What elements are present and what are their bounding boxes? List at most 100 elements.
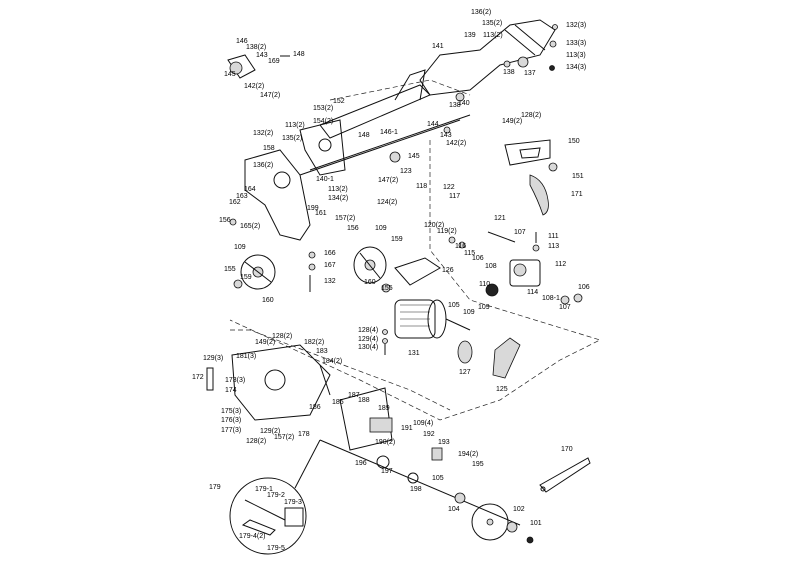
part-label: 137 xyxy=(524,70,536,77)
part-label: 105 xyxy=(432,475,444,482)
washer-128 xyxy=(382,329,388,335)
part-label: 179 xyxy=(209,484,221,491)
shaft-121 xyxy=(487,231,516,243)
dust-hose xyxy=(529,174,549,216)
bearing-115 xyxy=(458,241,466,249)
part-label: 110 xyxy=(479,281,490,288)
part-label: 177(3) xyxy=(221,427,241,434)
part-label: 141 xyxy=(432,43,444,50)
nut-134 xyxy=(549,65,555,71)
part-label: 126 xyxy=(442,267,454,274)
flange-102 xyxy=(506,521,518,533)
upper-boundary xyxy=(329,79,471,101)
washer-142 xyxy=(443,126,451,134)
part-label: 150 xyxy=(568,138,580,145)
part-label: 145 xyxy=(408,153,420,160)
part-label: 109(4) xyxy=(413,420,433,427)
part-label: 122 xyxy=(443,184,455,191)
support-casting xyxy=(299,119,346,176)
guard-tab xyxy=(519,147,541,159)
guard-150 xyxy=(504,139,551,166)
part-label: 147(2) xyxy=(260,92,280,99)
part-label: 135(2) xyxy=(282,135,302,142)
rod-182 xyxy=(319,364,331,396)
part-label: 125 xyxy=(496,386,508,393)
part-label: 143 xyxy=(440,132,452,139)
part-label: 148 xyxy=(293,51,305,58)
part-label: 193 xyxy=(438,439,450,446)
detail-block xyxy=(284,507,304,527)
motor-group-boundary xyxy=(229,140,601,421)
part-label: 195 xyxy=(472,461,484,468)
washer-197 xyxy=(376,455,390,469)
part-label: 169 xyxy=(268,58,280,65)
part-label: 171 xyxy=(571,191,583,198)
part-label: 138(2) xyxy=(246,44,266,51)
part-label: 179-4(2) xyxy=(239,533,265,540)
block-193 xyxy=(431,447,443,461)
main-beam xyxy=(319,84,431,139)
arm-casting xyxy=(419,19,556,96)
spacer-140 xyxy=(455,92,465,102)
washer-129 xyxy=(382,338,388,344)
motor-body xyxy=(394,299,436,339)
part-label: 138 xyxy=(449,102,461,109)
part-label: 156 xyxy=(347,225,359,232)
part-label: 117 xyxy=(449,193,460,200)
part-label: 116 xyxy=(455,243,466,250)
part-label: 170 xyxy=(561,446,573,453)
part-label: 109 xyxy=(463,309,475,316)
part-label: 145 xyxy=(224,71,236,78)
nut-138 xyxy=(503,60,511,68)
guard-frame xyxy=(339,387,393,451)
part-label: 143 xyxy=(256,52,268,59)
part-label: 148 xyxy=(358,132,370,139)
part-label: 111 xyxy=(548,233,559,240)
part-label: 104 xyxy=(448,506,460,513)
part-label: 179-1 xyxy=(255,486,273,493)
part-label: 163 xyxy=(236,193,248,200)
part-label: 158 xyxy=(263,145,275,152)
part-label: 182(2) xyxy=(304,339,324,346)
part-label: 139 xyxy=(464,32,476,39)
part-label: 124(2) xyxy=(377,199,397,206)
spring-145-right xyxy=(389,151,401,163)
washer-198 xyxy=(407,472,419,484)
part-label: 147(2) xyxy=(378,177,398,184)
part-label: 159 xyxy=(240,274,252,281)
frame-hub xyxy=(273,171,291,189)
spring-145 xyxy=(229,61,243,75)
part-label: 109 xyxy=(478,304,490,311)
part-label: 157(2) xyxy=(335,215,355,222)
part-label: 129(3) xyxy=(203,355,223,362)
part-label: 135(2) xyxy=(482,20,502,27)
part-label: 129(4) xyxy=(358,336,378,343)
part-label: 154(2) xyxy=(313,118,333,125)
part-label: 106 xyxy=(578,284,590,291)
gear-right xyxy=(513,263,527,277)
handwheel-left-spoke xyxy=(244,261,272,283)
part-label: 140 xyxy=(458,100,470,107)
part-label: 198 xyxy=(410,486,422,493)
part-label: 149(2) xyxy=(255,339,275,346)
part-104 xyxy=(454,492,466,504)
knob-right xyxy=(381,283,391,293)
part-label: 186 xyxy=(309,404,321,411)
motor-end xyxy=(427,299,447,339)
saw-blade xyxy=(471,503,509,541)
part-label: 181(3) xyxy=(236,353,256,360)
motor-shaft xyxy=(445,318,471,331)
part-label: 146-1 xyxy=(380,129,398,136)
part-label: 161 xyxy=(315,210,327,217)
part-label: 128(2) xyxy=(246,438,266,445)
part-label: 151 xyxy=(572,173,584,180)
part-label: 129(2) xyxy=(260,428,280,435)
part-label: 179-2 xyxy=(267,492,285,499)
nut-101 xyxy=(526,536,534,544)
part-label: 196 xyxy=(355,460,367,467)
part-label: 153(2) xyxy=(313,105,333,112)
part-label: 179-5 xyxy=(267,545,285,552)
arbor-shaft xyxy=(319,439,521,526)
part-label: 128(4) xyxy=(358,327,378,334)
